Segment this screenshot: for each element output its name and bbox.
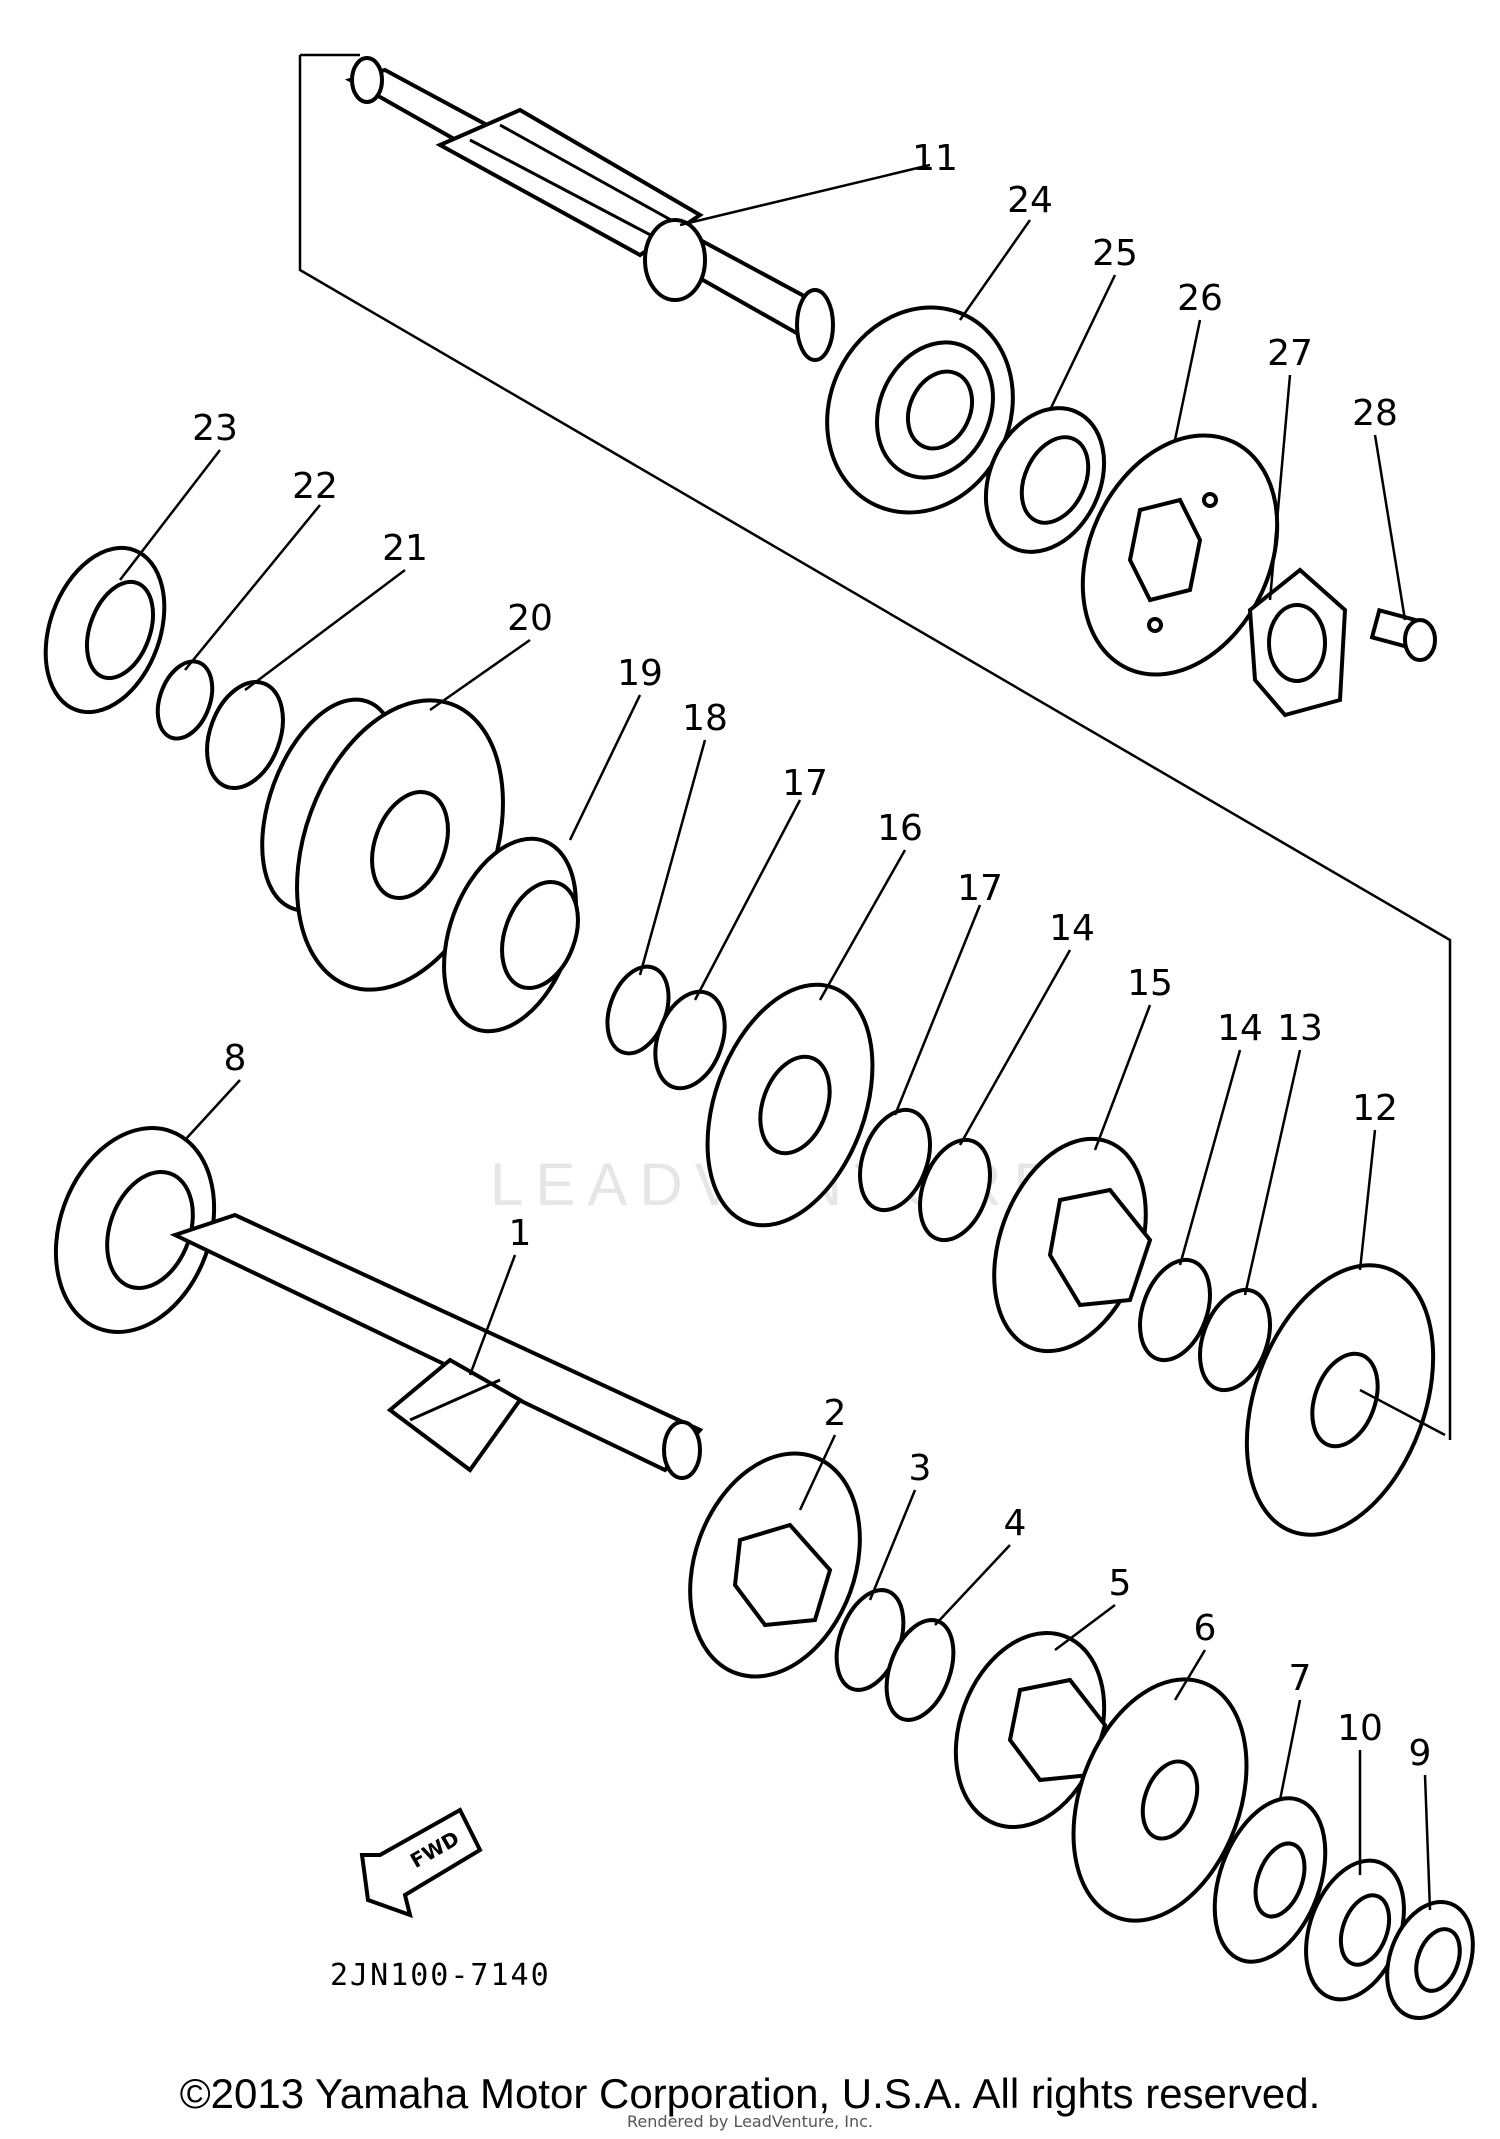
circlip-14-b bbox=[1138, 1257, 1212, 1363]
leader-line-23 bbox=[119, 449, 221, 581]
leader-line-13 bbox=[1243, 1049, 1302, 1296]
group-frame bbox=[298, 55, 1452, 1440]
rendered-by-notice: Rendered by LeadVenture, Inc. bbox=[627, 2112, 873, 2131]
callout-24: 24 bbox=[1007, 180, 1053, 221]
leader-line-4 bbox=[934, 1544, 1011, 1626]
leader-line-9 bbox=[1423, 1774, 1432, 1911]
leader-line-7 bbox=[1278, 1699, 1302, 1801]
callout-4: 4 bbox=[1004, 1503, 1027, 1544]
bearing-8 bbox=[53, 1126, 217, 1334]
leader-line-14 bbox=[1178, 1049, 1242, 1266]
gear-5 bbox=[953, 1631, 1108, 1829]
callout-21: 21 bbox=[382, 528, 428, 569]
leader-line-12 bbox=[1358, 1129, 1377, 1271]
leader-line-25 bbox=[1048, 274, 1117, 411]
callout-22: 22 bbox=[292, 466, 338, 507]
callout-23: 23 bbox=[192, 408, 238, 449]
leader-line-17 bbox=[693, 799, 802, 1001]
callout-1: 1 bbox=[509, 1213, 532, 1254]
oil-seal-25 bbox=[983, 406, 1107, 554]
callout-8: 8 bbox=[224, 1038, 247, 1079]
axis-line-12 bbox=[1359, 1388, 1446, 1437]
leader-line-22 bbox=[184, 504, 321, 671]
drive-sprocket-26 bbox=[1080, 433, 1280, 677]
leader-line-28 bbox=[1373, 434, 1407, 621]
leader-line-6 bbox=[1173, 1649, 1207, 1701]
leader-line-19 bbox=[568, 694, 642, 841]
leader-line-5 bbox=[1054, 1604, 1116, 1651]
gear-16 bbox=[705, 982, 875, 1228]
washer-13 bbox=[1198, 1287, 1272, 1393]
leader-line-18 bbox=[638, 739, 707, 976]
bearing-10 bbox=[1304, 1858, 1406, 2002]
circlip-22 bbox=[155, 659, 215, 741]
gear-2 bbox=[688, 1451, 862, 1679]
washer-17-b bbox=[858, 1107, 932, 1213]
callout-11: 11 bbox=[912, 138, 958, 179]
leader-line-1 bbox=[468, 1254, 517, 1376]
callout-26: 26 bbox=[1177, 278, 1223, 319]
callouts: 1234567891011121314141516171718192021222… bbox=[119, 138, 1432, 1911]
leader-line-26 bbox=[1173, 319, 1202, 441]
callout-17: 17 bbox=[957, 868, 1003, 909]
leader-line-2 bbox=[798, 1434, 837, 1511]
leader-line-8 bbox=[184, 1079, 241, 1141]
bearing-23 bbox=[43, 545, 167, 715]
callout-27: 27 bbox=[1267, 333, 1313, 374]
drive-axle-11 bbox=[344, 56, 835, 362]
washer-17-a bbox=[653, 989, 727, 1091]
leader-line-27 bbox=[1268, 374, 1292, 601]
gear-19 bbox=[442, 836, 580, 1034]
callout-17: 17 bbox=[782, 763, 828, 804]
leader-line-3 bbox=[868, 1489, 917, 1601]
callout-5: 5 bbox=[1109, 1563, 1132, 1604]
leader-line-16 bbox=[818, 849, 907, 1001]
callout-19: 19 bbox=[617, 653, 663, 694]
gear-15 bbox=[992, 1136, 1153, 1354]
callout-7: 7 bbox=[1289, 1658, 1312, 1699]
callout-15: 15 bbox=[1127, 963, 1173, 1004]
circlip-14-a bbox=[918, 1137, 992, 1243]
copyright-notice: ©2013 Yamaha Motor Corporation, U.S.A. A… bbox=[179, 2070, 1321, 2117]
callout-16: 16 bbox=[877, 808, 923, 849]
leader-line-14 bbox=[958, 949, 1072, 1146]
drawing-code: 2JN100-7140 bbox=[330, 1958, 551, 1993]
gear-7 bbox=[1212, 1796, 1328, 1964]
callout-6: 6 bbox=[1194, 1608, 1217, 1649]
leader-line-11 bbox=[679, 163, 931, 227]
callout-14: 14 bbox=[1217, 1008, 1263, 1049]
callout-9: 9 bbox=[1409, 1733, 1432, 1774]
main-axle-1 bbox=[169, 1212, 704, 1480]
callout-20: 20 bbox=[507, 598, 553, 639]
callout-13: 13 bbox=[1277, 1008, 1323, 1049]
callout-10: 10 bbox=[1337, 1708, 1383, 1749]
fwd-arrow: FWD bbox=[359, 1807, 483, 1919]
bolt-28 bbox=[1369, 607, 1437, 662]
callout-12: 12 bbox=[1352, 1088, 1398, 1129]
gear-12 bbox=[1244, 1263, 1436, 1537]
callout-14: 14 bbox=[1049, 908, 1095, 949]
callout-18: 18 bbox=[682, 698, 728, 739]
leader-line-24 bbox=[958, 219, 1032, 321]
oil-seal-9 bbox=[1385, 1899, 1475, 2021]
callout-28: 28 bbox=[1352, 393, 1398, 434]
washer-21 bbox=[205, 679, 285, 791]
callout-3: 3 bbox=[909, 1448, 932, 1489]
leader-line-20 bbox=[429, 638, 531, 712]
leader-line-21 bbox=[244, 569, 406, 691]
lock-washer-27 bbox=[1247, 567, 1348, 718]
callout-2: 2 bbox=[824, 1393, 847, 1434]
leader-line-17 bbox=[893, 904, 982, 1116]
leader-line-15 bbox=[1093, 1004, 1152, 1151]
callout-25: 25 bbox=[1092, 233, 1138, 274]
gear-6 bbox=[1071, 1677, 1249, 1923]
